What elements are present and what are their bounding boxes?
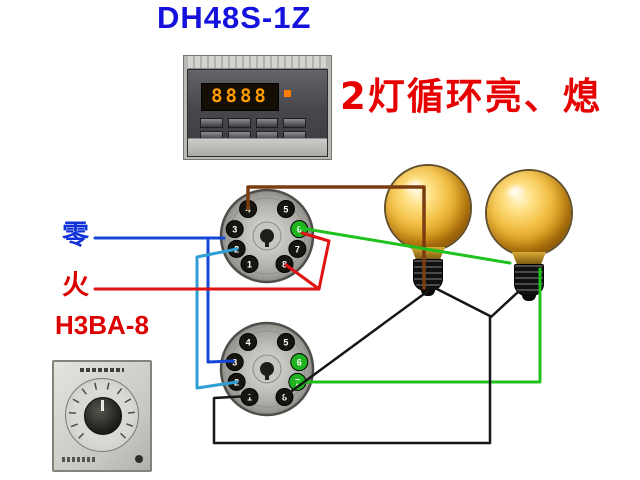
socket-1-pin-label-6: 6 [297, 225, 302, 235]
lamp-2-highlight [500, 179, 530, 204]
lamp-2-glass [487, 171, 571, 255]
h3ba-knob [84, 397, 122, 435]
socket-2-pin-label-1: 1 [247, 392, 252, 402]
socket-1-pin-label-2: 2 [234, 244, 239, 254]
wire-blue-drop [206, 236, 235, 364]
dh48s-key [200, 118, 223, 128]
wire-black-lamp1 [283, 289, 430, 398]
socket-2-pin-label-2: 2 [234, 377, 239, 387]
h3ba-dial [65, 378, 139, 452]
socket-1-pin-label-8: 8 [282, 259, 287, 269]
socket-1: 12 3 4 5 6 78 [219, 188, 315, 284]
socket-1-pin-4 [239, 199, 258, 218]
heading-2-lamps-cycle: 2灯循环亮、熄 [340, 75, 602, 118]
dh48s-front-panel: 8888 [187, 69, 328, 157]
socket-2-pin-label-7: 7 [295, 377, 300, 387]
lamp-1-highlight [399, 174, 429, 199]
timer-h3ba-photo [52, 360, 152, 472]
socket-2-pin-8 [275, 387, 294, 406]
wire-black-loop [212, 287, 492, 445]
label-live-wire: 火 [62, 270, 89, 301]
lamp-2-screw-base [514, 264, 544, 296]
socket-1-pin-6 [290, 220, 309, 239]
lamp-2 [487, 171, 571, 301]
h3ba-knob-pointer [101, 400, 104, 411]
label-h3ba: H3BA-8 [55, 310, 149, 340]
dh48s-key [227, 118, 251, 128]
h3ba-dial-ticks [69, 382, 135, 439]
socket-1-pin-8 [275, 254, 294, 273]
socket-2-pin-1 [240, 387, 259, 406]
socket-2-pin-6 [290, 353, 309, 372]
dh48s-key [283, 118, 306, 128]
socket-1-pin-5 [276, 199, 295, 218]
lamp-1-neck [411, 247, 445, 259]
socket-2-pin-label-3: 3 [232, 358, 237, 368]
socket-2-pin-label-8: 8 [282, 392, 287, 402]
socket-1-pin-3 [225, 220, 244, 239]
wire-red-branch-2 [300, 231, 331, 291]
title-dh48s: DH48S-1Z [157, 0, 312, 35]
socket-1-pin-label-5: 5 [283, 204, 288, 214]
socket-2-center-keyhole [260, 362, 274, 376]
socket-1-pin-label-7: 7 [295, 244, 300, 254]
socket-2-pin-3 [225, 353, 244, 372]
dh48s-vent-top [188, 56, 327, 69]
socket-1-pin-label-4: 4 [246, 204, 251, 214]
socket-2-pin-label-5: 5 [283, 337, 288, 347]
lamp-1 [386, 166, 470, 296]
h3ba-printed-text [62, 457, 96, 462]
socket-1-pin-7 [288, 239, 307, 258]
socket-2-pin-7 [288, 372, 307, 391]
lamp-1-screw-base [413, 259, 443, 291]
socket-1-pin-1 [240, 254, 259, 273]
lamp-2-contact-tip [522, 295, 536, 301]
timer-dh48s-photo: 8888 [183, 55, 332, 160]
socket-1-pin-label-3: 3 [232, 225, 237, 235]
dh48s-clear-cover [188, 138, 327, 156]
socket-2: 12 3 4 5 6 78 [219, 321, 315, 417]
label-neutral-wire: 零 [62, 220, 89, 251]
socket-2-pin-4 [239, 332, 258, 351]
dh48s-led-display: 8888 [201, 83, 279, 111]
lamp-2-neck [512, 252, 546, 264]
socket-2-pin-label-6: 6 [297, 358, 302, 368]
socket-2-pin-label-4: 4 [246, 337, 251, 347]
lamp-1-glass [386, 166, 470, 250]
socket-1-center-keyhole [260, 229, 274, 243]
lamp-1-contact-tip [421, 290, 435, 296]
socket-1-pin-label-1: 1 [247, 259, 252, 269]
dh48s-indicator-dot [284, 90, 291, 97]
h3ba-printed-text [80, 368, 124, 372]
socket-2-pin-5 [276, 332, 295, 351]
wire-red-branch-1 [284, 263, 321, 291]
h3ba-screw [135, 455, 143, 463]
socket-2-pin-2 [227, 372, 246, 391]
wire-cyan-link [195, 247, 239, 390]
dh48s-key [255, 118, 279, 128]
socket-1-pin-2 [227, 239, 246, 258]
